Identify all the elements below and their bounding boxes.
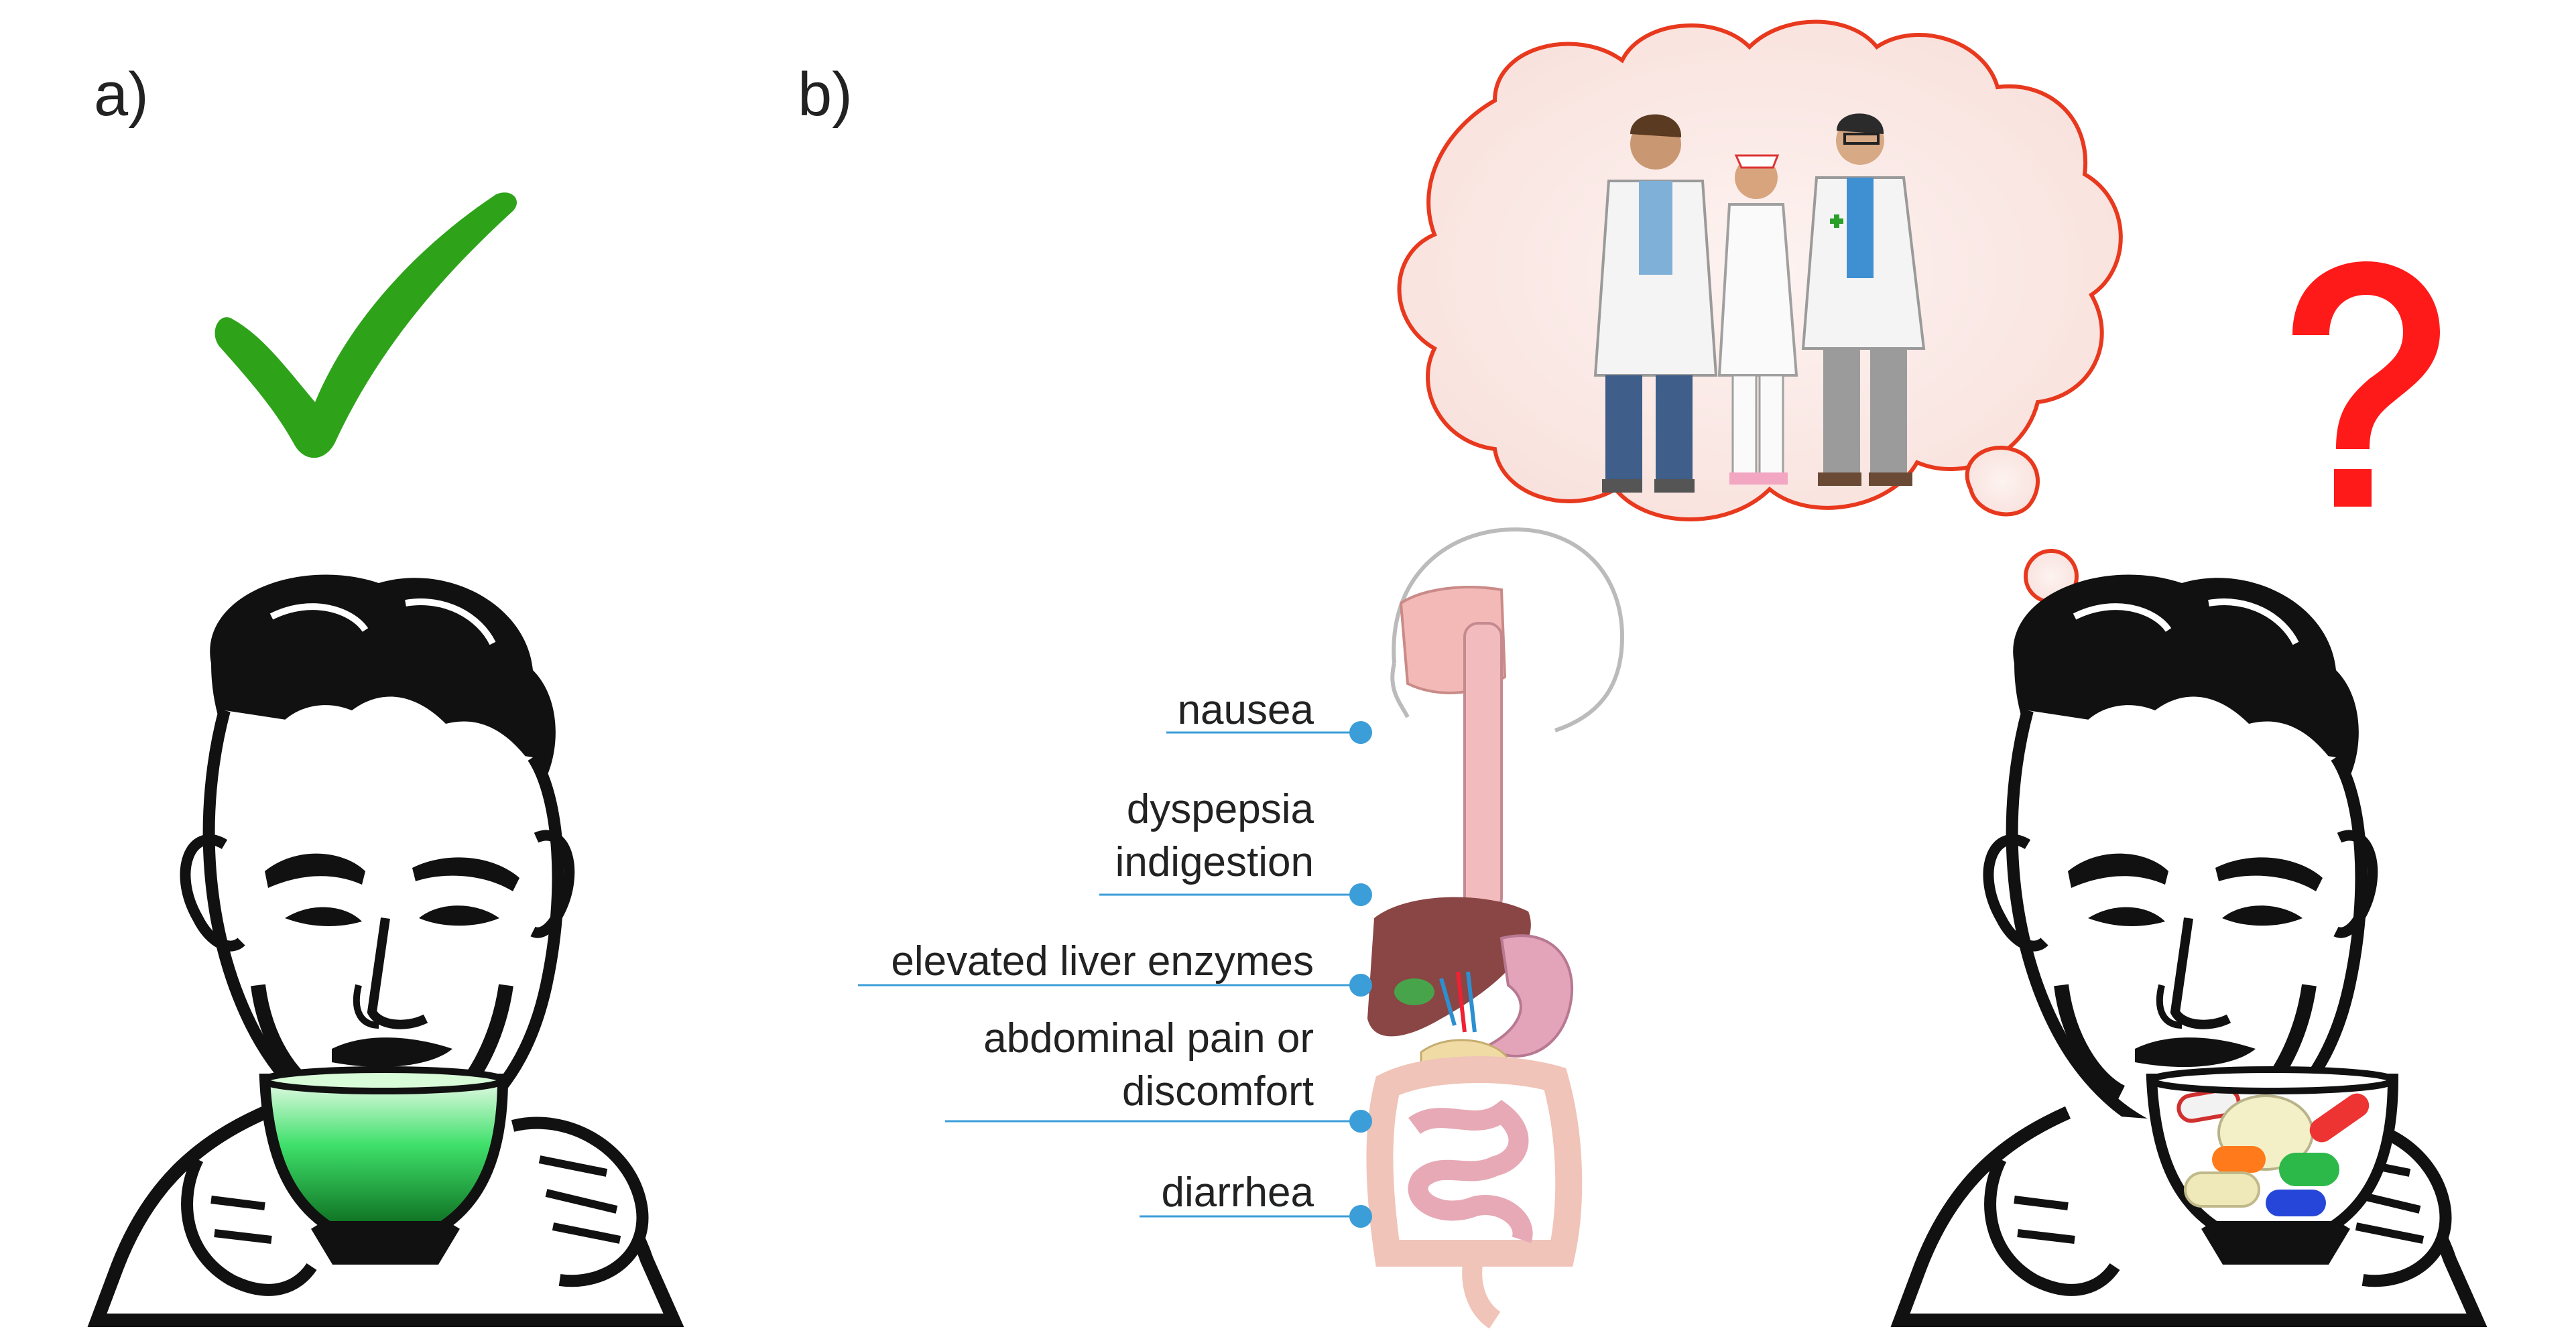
symptom-elevated-liver-enzymes: elevated liver enzymes [891,935,1314,988]
nurse-figure [1717,154,1798,485]
symptom-label: nausea [1177,687,1314,733]
tea-cup [259,1066,509,1265]
symptom-pointers [858,721,1372,1228]
symptom-diarrhea: diarrhea [1162,1166,1314,1219]
symptom-label: abdominal pain or [983,1015,1314,1062]
symptom-label: dyspepsia [1126,786,1314,832]
symptom-nausea: nausea [1178,684,1314,737]
pill-cup [2146,1066,2399,1265]
panel-a-label: a) [94,60,149,129]
symptom-label: diarrhea [1161,1169,1314,1216]
digestive-system [1366,527,1625,1329]
symptom-abdominal-pain: abdominal pain or discomfort [983,1012,1314,1119]
symptom-label-secondary: discomfort [1122,1068,1314,1115]
question-mark-icon [2292,261,2440,507]
checkmark-icon [214,192,517,458]
symptom-label: elevated liver enzymes [891,938,1314,984]
panel-b-label: b) [798,60,853,129]
symptom-label-secondary: indigestion [1115,839,1314,886]
pharmacist-figure [1801,113,1926,486]
symptom-dyspepsia: dyspepsia indigestion [1115,783,1314,889]
doctor-figure [1593,114,1718,493]
